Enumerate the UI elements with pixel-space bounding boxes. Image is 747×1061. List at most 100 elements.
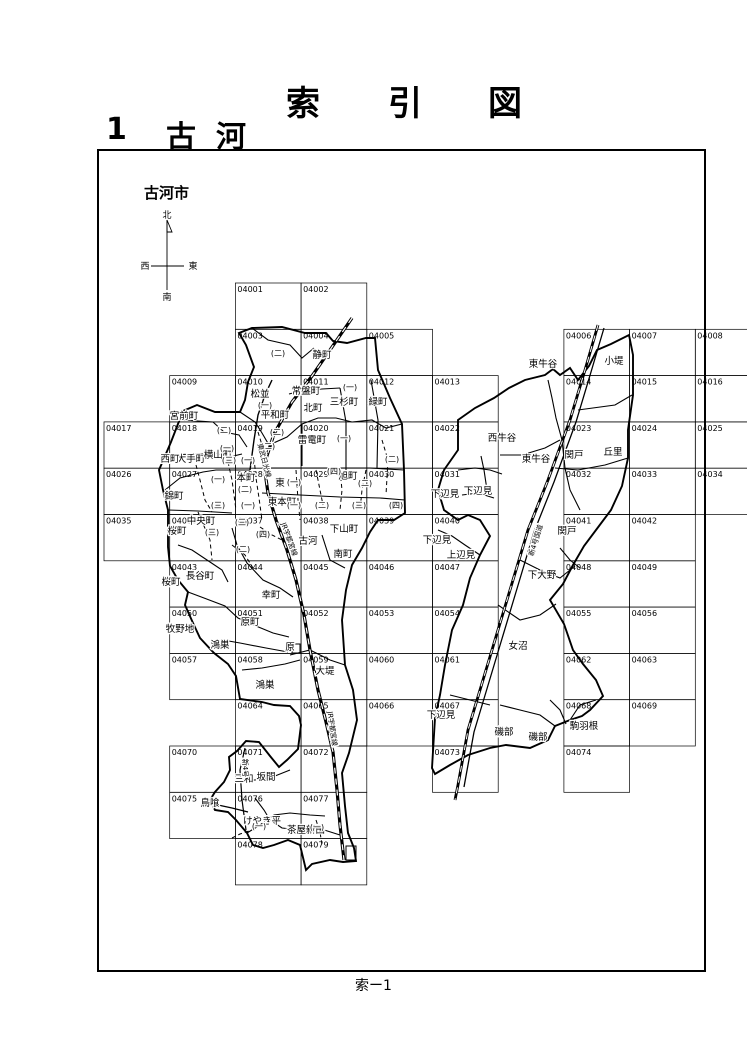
compass-south: 南 <box>162 291 171 303</box>
grid-cell-id: 04057 <box>172 655 197 664</box>
place-name-label: 茶屋新田 <box>287 824 325 836</box>
place-name-label: 磯部 <box>494 726 513 738</box>
place-name-label: 原 <box>285 642 295 653</box>
grid-cell-id: 04012 <box>369 378 394 387</box>
grid-cell-id: 04005 <box>369 331 394 340</box>
chome-mark: (一) <box>287 501 301 510</box>
grid-cell[interactable] <box>563 745 630 793</box>
grid-cell-id: 04075 <box>172 794 197 803</box>
place-name-label: 桜町 <box>167 525 187 537</box>
chome-mark: (一) <box>258 401 272 410</box>
place-name-label: 鳥喰 <box>200 797 220 809</box>
grid-cell-id: 04076 <box>237 794 262 803</box>
place-name-label: 中央町 <box>187 515 216 527</box>
grid-cell-id: 04028 <box>237 470 262 479</box>
grid-cell-id: 04073 <box>435 748 460 757</box>
chome-mark: (一) <box>241 501 255 510</box>
place-name-label: 桜町 <box>161 576 181 588</box>
grid-cell-id: 04049 <box>632 563 657 572</box>
grid-cell-id: 04007 <box>632 331 657 340</box>
grid-cell-id: 04051 <box>237 609 262 618</box>
grid-cell-id: 04034 <box>697 470 722 479</box>
station-marks <box>291 643 357 861</box>
grid-cell-id: 04078 <box>237 841 262 850</box>
grid-cell-id: 04002 <box>303 285 328 294</box>
place-name-label: 西牛谷 <box>488 432 517 444</box>
grid-cell[interactable] <box>300 838 368 886</box>
grid-cell[interactable] <box>629 699 696 747</box>
place-name-label: 丘里 <box>603 447 622 458</box>
place-name-label: 磯部 <box>528 731 547 743</box>
grid-cell-id: 04050 <box>172 609 197 618</box>
chome-mark: (三) <box>222 456 236 465</box>
place-name-label: 松並 <box>250 388 269 400</box>
grid-cell-id: 04010 <box>237 378 262 387</box>
grid-cell-id: 04036 <box>172 517 197 526</box>
place-name-label: 本町 <box>236 472 256 484</box>
grid-cell-id: 04035 <box>106 517 131 526</box>
grid-cell-id: 04071 <box>237 748 262 757</box>
grid-cell-id: 04004 <box>303 331 328 340</box>
place-name-label: 鴻巣 <box>210 639 230 651</box>
place-name-label: 西町 <box>160 454 180 465</box>
place-name-label: 上辺見 <box>447 550 476 561</box>
place-name-label: 北町 <box>303 403 323 414</box>
grid-cell-id: 04011 <box>303 378 328 387</box>
place-name-label: 下辺見 <box>427 710 456 721</box>
grid-cell-id: 04072 <box>303 748 328 757</box>
chome-mark: (二) <box>315 501 329 510</box>
chome-mark: (二) <box>236 545 250 554</box>
place-name-label: 関戸 <box>564 450 583 461</box>
place-name-label: 下辺見 <box>423 535 452 546</box>
grid-cell-id: 04023 <box>566 424 591 433</box>
chome-mark-layer: (二)(一)(一)(一)(二)(一)(二)(二)(三)(一)(二)(一)(二)(… <box>204 348 405 834</box>
chome-mark: (三) <box>235 518 249 527</box>
city-name: 古河市 <box>144 184 190 202</box>
chome-mark: (二) <box>385 455 399 464</box>
grid-cell-id: 04001 <box>237 285 262 294</box>
place-name-label: 大堤 <box>315 665 335 677</box>
grid-cell-id: 04055 <box>566 609 591 618</box>
grid-cell-id: 04059 <box>303 655 328 664</box>
chome-mark: (一) <box>343 383 357 392</box>
title-char: 引 <box>388 84 422 124</box>
grid-cell-id: 04033 <box>632 470 657 479</box>
place-name-label: 長谷町 <box>186 571 215 582</box>
grid-cell-id: 04031 <box>435 470 460 479</box>
chome-mark: (二) <box>217 426 231 435</box>
grid-cell-id: 04013 <box>435 378 460 387</box>
chome-mark: (一) <box>241 456 255 465</box>
rail-line-label: 新4号 <box>241 759 250 777</box>
grid-cell-id: 04052 <box>303 609 328 618</box>
grid-cell-id: 04024 <box>632 424 657 433</box>
chome-mark: (一) <box>252 822 266 831</box>
place-name-label: 三杉町 <box>330 396 359 408</box>
chome-mark: (四) <box>256 530 270 539</box>
grid-cell-id: 04014 <box>566 378 591 387</box>
grid-cell-id: 04058 <box>237 655 262 664</box>
grid-cell-id: 04009 <box>172 378 197 387</box>
grid-cell-id: 04017 <box>106 424 131 433</box>
chome-mark: (三) <box>211 501 225 510</box>
place-name-label: 東牛谷 <box>522 453 551 465</box>
grid-cell-id: 04016 <box>697 378 722 387</box>
chome-mark: (二) <box>270 428 284 437</box>
grid-cell-id: 04040 <box>435 517 460 526</box>
chome-mark: (四) <box>327 467 341 476</box>
grid-cell-id: 04074 <box>566 748 591 757</box>
chome-mark: (一) <box>337 434 351 443</box>
place-name-label: 駒羽根 <box>570 720 599 732</box>
grid-cell-id: 04046 <box>369 563 394 572</box>
grid-cell-id: 04019 <box>237 424 262 433</box>
grid-cell[interactable] <box>694 467 747 515</box>
grid-cell-id: 04006 <box>566 331 591 340</box>
section-number: 1 <box>106 112 127 147</box>
north-arrow-icon <box>166 219 173 233</box>
grid-cell-id: 04042 <box>632 517 657 526</box>
place-name-label: 錦町 <box>164 490 184 502</box>
grid-cell-id: 04061 <box>435 655 460 664</box>
place-name-label: 雷電町 <box>298 435 327 446</box>
chome-mark: (一) <box>310 823 324 832</box>
